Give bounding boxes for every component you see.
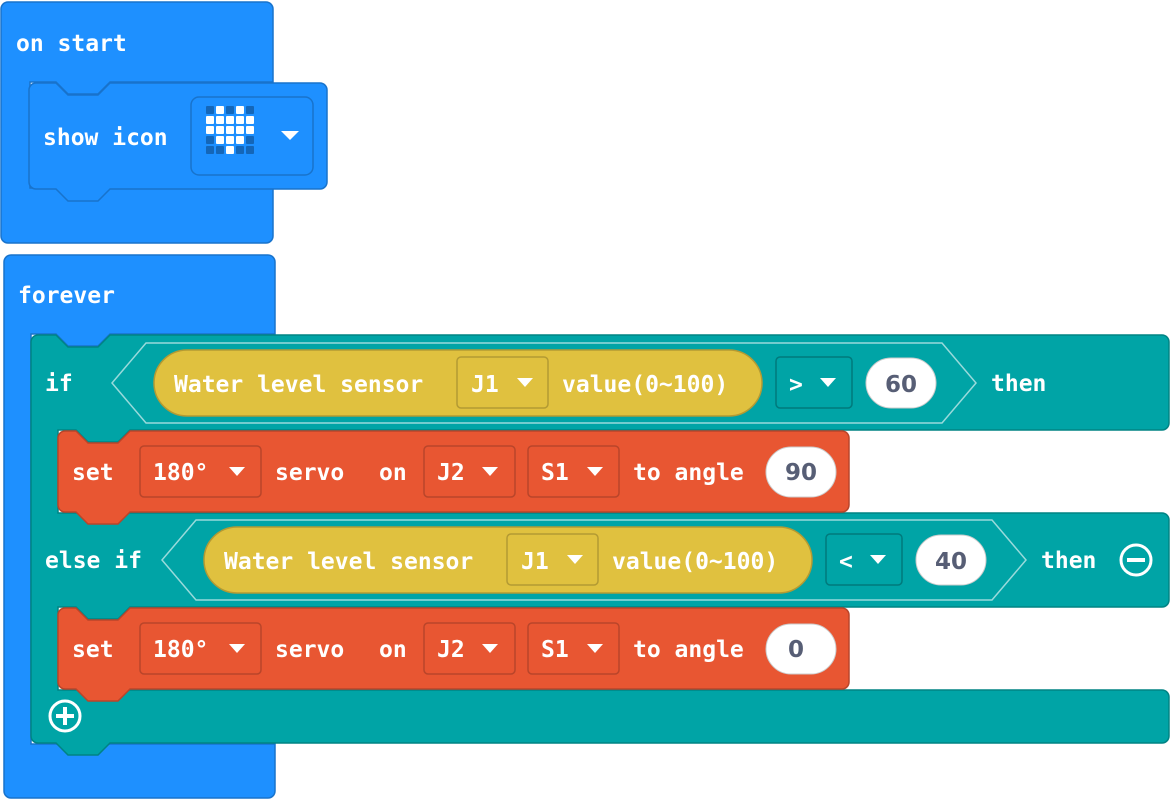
led-on bbox=[216, 106, 224, 114]
led-on bbox=[206, 126, 214, 134]
forever-label: forever bbox=[18, 283, 115, 309]
show-icon-label: show icon bbox=[43, 125, 168, 151]
servo-type-dropdown[interactable]: 180° bbox=[139, 622, 262, 675]
water-level-sensor-block-2[interactable]: Water level sensor J1 value(0~100) bbox=[203, 526, 813, 594]
then-label: then bbox=[1041, 548, 1096, 574]
led-on bbox=[226, 126, 234, 134]
led-on bbox=[236, 116, 244, 124]
angle-input[interactable]: 0 bbox=[765, 623, 837, 675]
servo-port-dropdown[interactable]: J2 bbox=[423, 445, 516, 498]
compare-value: 60 bbox=[885, 372, 917, 398]
servo-label: servo bbox=[275, 460, 344, 486]
servo-type-value: 180° bbox=[153, 460, 208, 486]
led-on bbox=[226, 116, 234, 124]
servo-slot-value: S1 bbox=[541, 460, 569, 486]
led-on bbox=[216, 136, 224, 144]
led-off bbox=[246, 106, 254, 114]
sensor-port-dropdown[interactable]: J1 bbox=[456, 356, 549, 409]
servo-slot-dropdown[interactable]: S1 bbox=[527, 622, 620, 675]
sensor-label: Water level sensor bbox=[224, 549, 473, 575]
servo-port-value: J2 bbox=[437, 637, 465, 663]
angle-input[interactable]: 90 bbox=[765, 446, 837, 498]
sensor-port-value: J1 bbox=[521, 549, 549, 575]
icon-picker-dropdown[interactable] bbox=[190, 96, 314, 176]
if-label: if bbox=[45, 371, 73, 397]
led-on bbox=[236, 106, 244, 114]
water-level-sensor-block-1[interactable]: Water level sensor J1 value(0~100) bbox=[153, 349, 763, 417]
chevron-down-icon bbox=[587, 467, 603, 476]
forever-block[interactable]: forever bbox=[3, 254, 276, 799]
set-servo-block-1[interactable]: set 180° servo on J2 S1 to angle 90 bbox=[57, 430, 850, 525]
set-label: set bbox=[72, 460, 114, 486]
led-on bbox=[226, 136, 234, 144]
led-on bbox=[216, 126, 224, 134]
servo-label: servo bbox=[275, 637, 344, 663]
then-label: then bbox=[991, 371, 1046, 397]
set-servo-block-2[interactable]: set 180° servo on J2 S1 to angle 0 bbox=[57, 607, 850, 702]
servo-type-dropdown[interactable]: 180° bbox=[139, 445, 262, 498]
angle-value: 90 bbox=[785, 460, 817, 486]
operator-value: > bbox=[789, 372, 803, 398]
chevron-down-icon bbox=[482, 644, 498, 653]
set-label: set bbox=[72, 637, 114, 663]
compare-value-input[interactable]: 40 bbox=[915, 534, 987, 586]
led-off bbox=[206, 146, 214, 154]
sensor-port-dropdown[interactable]: J1 bbox=[506, 533, 599, 586]
chevron-down-icon bbox=[229, 644, 245, 653]
led-on bbox=[246, 126, 254, 134]
else-if-label: else if bbox=[45, 548, 142, 574]
led-off bbox=[206, 106, 214, 114]
led-on bbox=[226, 146, 234, 154]
chevron-down-icon bbox=[281, 131, 299, 140]
chevron-down-icon bbox=[820, 378, 836, 387]
on-start-block[interactable]: on start bbox=[0, 1, 274, 244]
led-on bbox=[206, 116, 214, 124]
remove-else-if-button[interactable] bbox=[1119, 543, 1153, 577]
comparison-block-2[interactable]: Water level sensor J1 value(0~100) < 40 bbox=[161, 519, 1027, 601]
led-on bbox=[236, 136, 244, 144]
if-else-block[interactable]: if Water level sensor J1 value(0~100) > bbox=[30, 334, 1170, 756]
led-on bbox=[246, 116, 254, 124]
operator-value: < bbox=[839, 549, 853, 575]
servo-slot-value: S1 bbox=[541, 637, 569, 663]
led-off bbox=[226, 106, 234, 114]
operator-dropdown[interactable]: > bbox=[775, 356, 853, 409]
led-off bbox=[246, 146, 254, 154]
add-else-button[interactable] bbox=[48, 699, 82, 733]
sensor-value-label: value(0~100) bbox=[562, 372, 728, 398]
led-off bbox=[246, 136, 254, 144]
compare-value: 40 bbox=[935, 549, 967, 575]
servo-type-value: 180° bbox=[153, 637, 208, 663]
sensor-port-value: J1 bbox=[471, 372, 499, 398]
servo-port-value: J2 bbox=[437, 460, 465, 486]
minus-icon bbox=[1127, 558, 1145, 562]
comparison-block-1[interactable]: Water level sensor J1 value(0~100) > 60 bbox=[111, 342, 977, 424]
servo-slot-dropdown[interactable]: S1 bbox=[527, 445, 620, 498]
on-start-label: on start bbox=[16, 31, 127, 57]
show-icon-block[interactable]: show icon bbox=[28, 82, 328, 202]
chevron-down-icon bbox=[567, 555, 583, 564]
servo-port-dropdown[interactable]: J2 bbox=[423, 622, 516, 675]
on-label: on bbox=[379, 637, 407, 663]
led-on bbox=[236, 126, 244, 134]
led-off bbox=[236, 146, 244, 154]
chevron-down-icon bbox=[229, 467, 245, 476]
operator-dropdown[interactable]: < bbox=[825, 533, 903, 586]
compare-value-input[interactable]: 60 bbox=[865, 357, 937, 409]
led-off bbox=[206, 136, 214, 144]
to-angle-label: to angle bbox=[633, 637, 744, 663]
chevron-down-icon bbox=[587, 644, 603, 653]
heart-icon bbox=[206, 106, 254, 154]
led-off bbox=[216, 146, 224, 154]
chevron-down-icon bbox=[870, 555, 886, 564]
chevron-down-icon bbox=[517, 378, 533, 387]
chevron-down-icon bbox=[482, 467, 498, 476]
sensor-value-label: value(0~100) bbox=[612, 549, 778, 575]
sensor-label: Water level sensor bbox=[174, 372, 423, 398]
on-label: on bbox=[379, 460, 407, 486]
led-on bbox=[216, 116, 224, 124]
angle-value: 0 bbox=[788, 637, 804, 663]
to-angle-label: to angle bbox=[633, 460, 744, 486]
